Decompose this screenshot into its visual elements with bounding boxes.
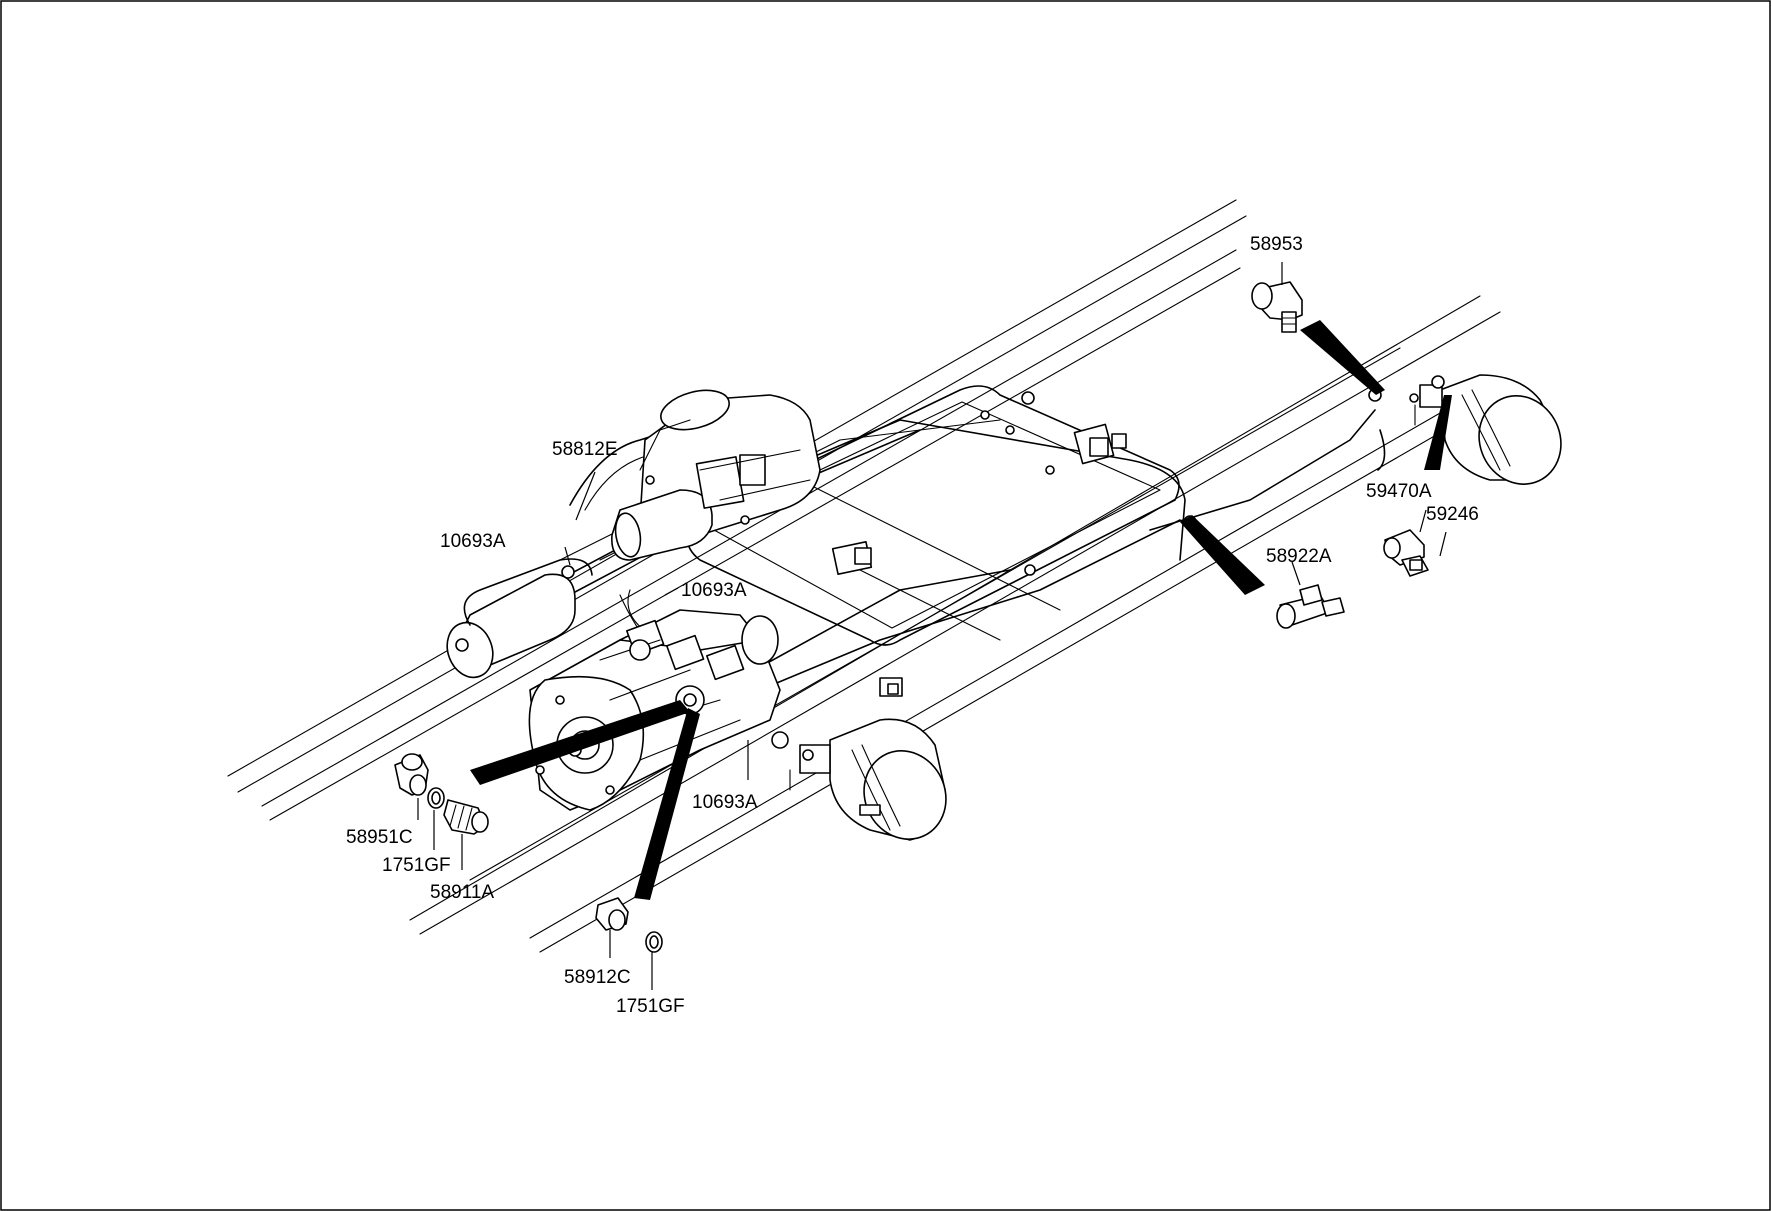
label-58812E: 58812E [552, 439, 618, 460]
label-10693A-low: 10693A [692, 792, 758, 813]
brake-chamber-top [611, 389, 821, 561]
air-tank-lower [771, 718, 947, 841]
air-tank-upper [1409, 374, 1562, 485]
fitting-58911A [443, 799, 489, 835]
label-10693A-mid: 10693A [681, 580, 747, 601]
label-1751GF-low: 1751GF [616, 996, 685, 1017]
fitting-58953 [1251, 281, 1303, 333]
label-1751GF-left: 1751GF [382, 855, 451, 876]
callout-wedges [470, 320, 1452, 900]
fitting-59470A [1383, 529, 1425, 566]
part-labels: 58953 58812E 10693A 10693A 10693A 59470A… [346, 234, 1479, 1017]
fitting-58951C [394, 753, 429, 796]
crossmember-frame [685, 385, 1180, 646]
relay-valves [831, 388, 1382, 697]
label-58911A: 58911A [430, 882, 494, 903]
label-59246: 59246 [1426, 504, 1479, 525]
label-58951C: 58951C [346, 827, 413, 848]
fitting-58912C [595, 897, 629, 931]
chassis-frame-rails [227, 199, 1501, 953]
washer-1751GF-left [427, 787, 445, 809]
leader-lines [417, 262, 1447, 990]
label-59470A: 59470A [1366, 481, 1432, 502]
label-58922A: 58922A [1266, 546, 1332, 567]
label-10693A-left: 10693A [440, 531, 506, 552]
fitting-58922A [1276, 584, 1345, 629]
air-tank-left [446, 558, 593, 679]
label-58912C: 58912C [564, 967, 631, 988]
fitting-59246 [1401, 555, 1429, 577]
label-58953: 58953 [1250, 234, 1303, 255]
washer-1751GF-low [645, 931, 663, 953]
